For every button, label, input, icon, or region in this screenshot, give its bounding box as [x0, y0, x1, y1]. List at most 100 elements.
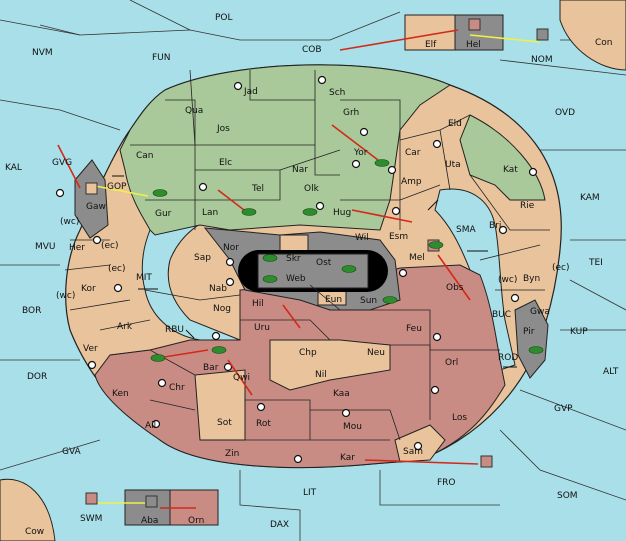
- land-label: Pir: [523, 327, 535, 337]
- coast-label: (wc): [498, 275, 517, 285]
- sea-label: FUN: [152, 53, 171, 63]
- sea-label: Cow: [25, 527, 44, 537]
- land-label: Bri: [489, 221, 501, 231]
- land-label: Kor: [81, 284, 96, 294]
- sea-label: MVU: [35, 242, 56, 252]
- land-label: Chp: [299, 348, 317, 358]
- land-labels: Jad Sch Qua Jos Grh Eld Can Elc Nar Yor …: [56, 40, 570, 526]
- move-arrows: [57, 29, 479, 509]
- land-label: Neu: [367, 348, 385, 358]
- land-label: Ark: [117, 322, 133, 332]
- sea-label: SMA: [456, 225, 476, 235]
- land-label: Nor: [223, 243, 239, 253]
- land-label: Obs: [446, 283, 464, 293]
- land-label: Rie: [520, 201, 535, 211]
- land-label: Lan: [202, 208, 218, 218]
- interior-borders: [64, 69, 550, 441]
- coast-label: (ec): [108, 264, 126, 274]
- sea-label: LIT: [303, 488, 317, 498]
- land-label: Can: [136, 151, 154, 161]
- coast-label: (ec): [101, 241, 119, 251]
- land-label: Skr: [286, 254, 301, 264]
- land-label: Los: [452, 413, 467, 423]
- land-label: Kaa: [333, 389, 350, 399]
- land-label: Ail: [145, 421, 156, 431]
- land-label: Nar: [292, 165, 308, 175]
- sea-label: NOM: [531, 55, 553, 65]
- sea-labels: POL NVM FUN COB Con NOM OVD KAL GVG GOP …: [5, 13, 619, 537]
- land-label: Hel: [466, 40, 481, 50]
- land-label: Elc: [219, 158, 232, 168]
- sea-label: ALT: [603, 367, 619, 377]
- sea-label: MIT: [136, 273, 152, 283]
- region-hel: [454, 14, 504, 51]
- land-label: Aba: [141, 516, 158, 526]
- land-label: Jad: [243, 87, 258, 97]
- land-label: Sam: [403, 447, 423, 457]
- sea-label: GOP: [107, 182, 127, 192]
- land-label: Ver: [83, 344, 98, 354]
- land-label: Gaw: [86, 202, 106, 212]
- land-label: Amp: [401, 177, 422, 187]
- land-label: Sot: [217, 418, 232, 428]
- land-label: Hil: [252, 299, 264, 309]
- land-label: Esm: [389, 232, 408, 242]
- land-label: Gwa: [530, 307, 550, 317]
- sea-label: POL: [215, 13, 233, 23]
- land-label: Orn: [188, 516, 204, 526]
- sea-label: TEI: [588, 258, 603, 268]
- land-label: Eun: [325, 295, 342, 305]
- land-label: Feu: [406, 324, 422, 334]
- land-label: Grh: [343, 108, 359, 118]
- sea-label: DOR: [27, 372, 47, 382]
- land-label: Orl: [445, 358, 458, 368]
- region-tan-south: [269, 339, 391, 391]
- region-gaw: [74, 159, 109, 239]
- sea-label: Con: [595, 38, 613, 48]
- sea-label: KUP: [570, 327, 588, 337]
- sea-label: NVM: [32, 48, 53, 58]
- land-label: Kat: [503, 165, 518, 175]
- land-label: Eld: [448, 119, 462, 129]
- sea-label: SOM: [557, 491, 578, 501]
- land-label: Zin: [225, 449, 239, 459]
- land-label: Sap: [194, 253, 211, 263]
- sea-label: BOR: [22, 306, 41, 316]
- sea-label: BUC: [492, 310, 511, 320]
- land-label: Byn: [523, 274, 540, 284]
- land-label: Web: [286, 274, 306, 284]
- land-label: Sch: [329, 88, 345, 98]
- land-label: Qua: [185, 106, 203, 116]
- land-label: Qwi: [233, 373, 250, 383]
- sea-label: GVP: [554, 404, 573, 414]
- land-label: Ken: [112, 389, 129, 399]
- land-label: Sun: [360, 296, 377, 306]
- land-label: Ost: [316, 258, 332, 268]
- land-label: Olk: [304, 184, 320, 194]
- land-label: Hug: [333, 208, 351, 218]
- land-label: Jos: [216, 124, 230, 134]
- land-label: Mou: [343, 422, 362, 432]
- sea-label: RBU: [165, 325, 184, 335]
- coast-label: (wc): [60, 217, 79, 227]
- land-label: Her: [69, 243, 85, 253]
- sea-label: GVA: [62, 447, 82, 457]
- sea-label: SWM: [80, 514, 102, 524]
- sea-label: GVG: [52, 158, 72, 168]
- support-arrows: [89, 34, 541, 504]
- land-label: Mel: [409, 253, 425, 263]
- land-label: Elf: [425, 40, 437, 50]
- land-label: Nab: [209, 284, 227, 294]
- sea-label: COB: [302, 45, 322, 55]
- land-label: Yor: [353, 148, 368, 158]
- sea-label: FRO: [437, 478, 456, 488]
- sea-label: KAL: [5, 163, 22, 173]
- land-label: Gur: [155, 209, 172, 219]
- sea-label: ROD: [498, 353, 518, 363]
- land-label: Wil: [355, 233, 369, 243]
- land-label: Bar: [203, 363, 219, 373]
- sea-label: DAX: [270, 520, 289, 530]
- land-label: Car: [405, 148, 421, 158]
- sea-label: KAM: [580, 193, 600, 203]
- coast-label: (wc): [56, 291, 75, 301]
